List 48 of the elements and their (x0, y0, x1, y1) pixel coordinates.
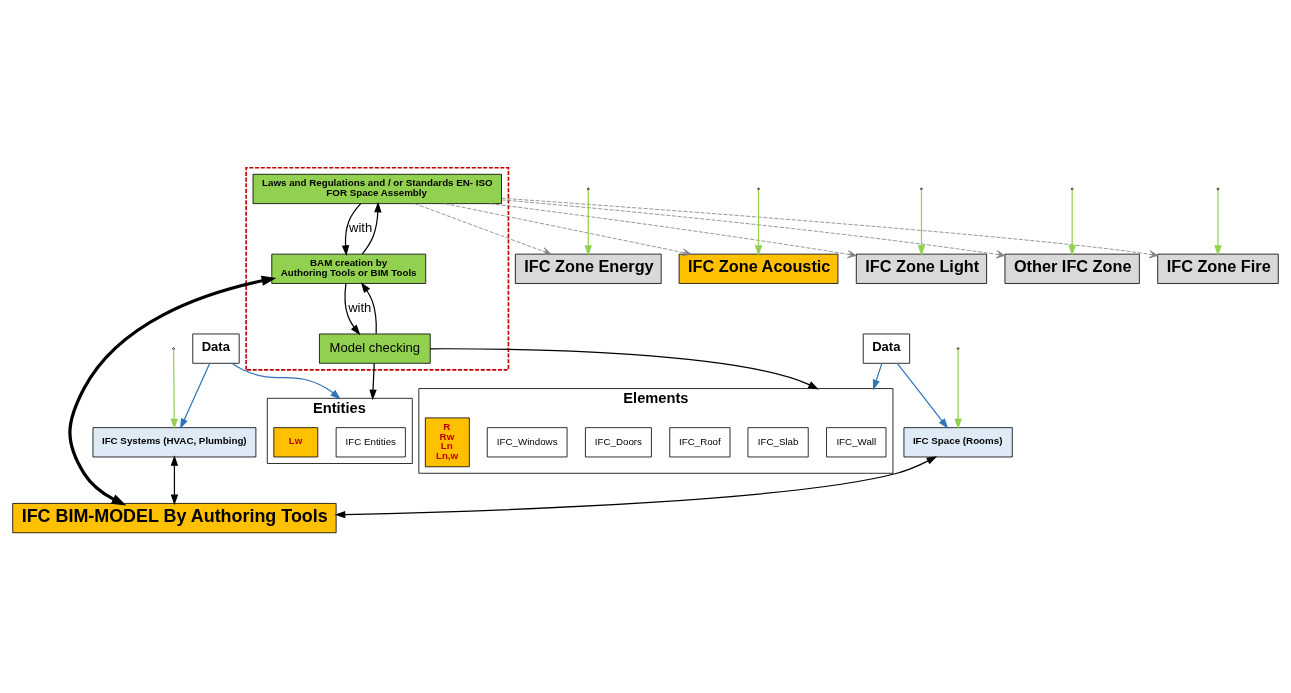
arrow (341, 202, 362, 256)
arrow (361, 201, 382, 254)
arrow (170, 348, 178, 429)
node-box: IFC_Roof (669, 426, 731, 457)
node-box: IFC Entities (335, 426, 406, 457)
arrow (754, 188, 763, 256)
node-box: Data (192, 333, 240, 364)
node-box: R Rw Ln Ln,w (424, 416, 470, 467)
node-box: IFC_Doors (585, 426, 652, 457)
node-box: IFC_Slab (747, 426, 809, 457)
node-box: IFC Systems (HVAC, Plumbing) (92, 426, 257, 457)
arrow (68, 275, 277, 505)
node-box: IFC Zone Energy (514, 253, 662, 284)
node-box: IFC Zone Light (855, 253, 988, 284)
node-box: BAM creation by Authoring Tools or BIM Tools (271, 253, 427, 284)
arrow (414, 202, 552, 255)
cluster (245, 166, 510, 371)
arrow (501, 199, 1006, 258)
arrow (954, 348, 962, 429)
arrow (231, 362, 341, 399)
arrow (489, 202, 857, 258)
arrow (334, 455, 938, 518)
node-box: Other IFC Zone (1004, 253, 1140, 284)
node-box: Data (862, 333, 911, 364)
node-box: IFC Zone Acoustic (678, 253, 839, 284)
node-box: Laws and Regulations and / or Standards EN- ISO FOR Space Assembly (252, 173, 502, 204)
arrow (917, 188, 926, 256)
arrow (584, 188, 592, 256)
arrow (444, 202, 692, 256)
arrow (180, 362, 211, 429)
node-box: IFC Space (Rooms) (903, 426, 1013, 457)
edge-label: with (348, 299, 372, 315)
node-box: IFC_Windows (486, 426, 568, 457)
node-box: IFC_Wall (826, 426, 887, 457)
node-box: IFC Zone Fire (1157, 253, 1279, 284)
arrow (344, 282, 361, 335)
node-box: Lw (273, 426, 319, 457)
edge-label: with (349, 219, 373, 235)
arrow (429, 347, 819, 389)
arrow (501, 197, 1159, 258)
node-box: Model checking (319, 333, 431, 364)
arrow (872, 362, 883, 390)
arrow (896, 362, 949, 429)
arrow (369, 362, 377, 400)
arrow (170, 454, 179, 505)
node-box: IFC BIM-MODEL By Authoring Tools (12, 502, 337, 533)
arrow (360, 281, 377, 334)
arrow (1068, 188, 1076, 256)
